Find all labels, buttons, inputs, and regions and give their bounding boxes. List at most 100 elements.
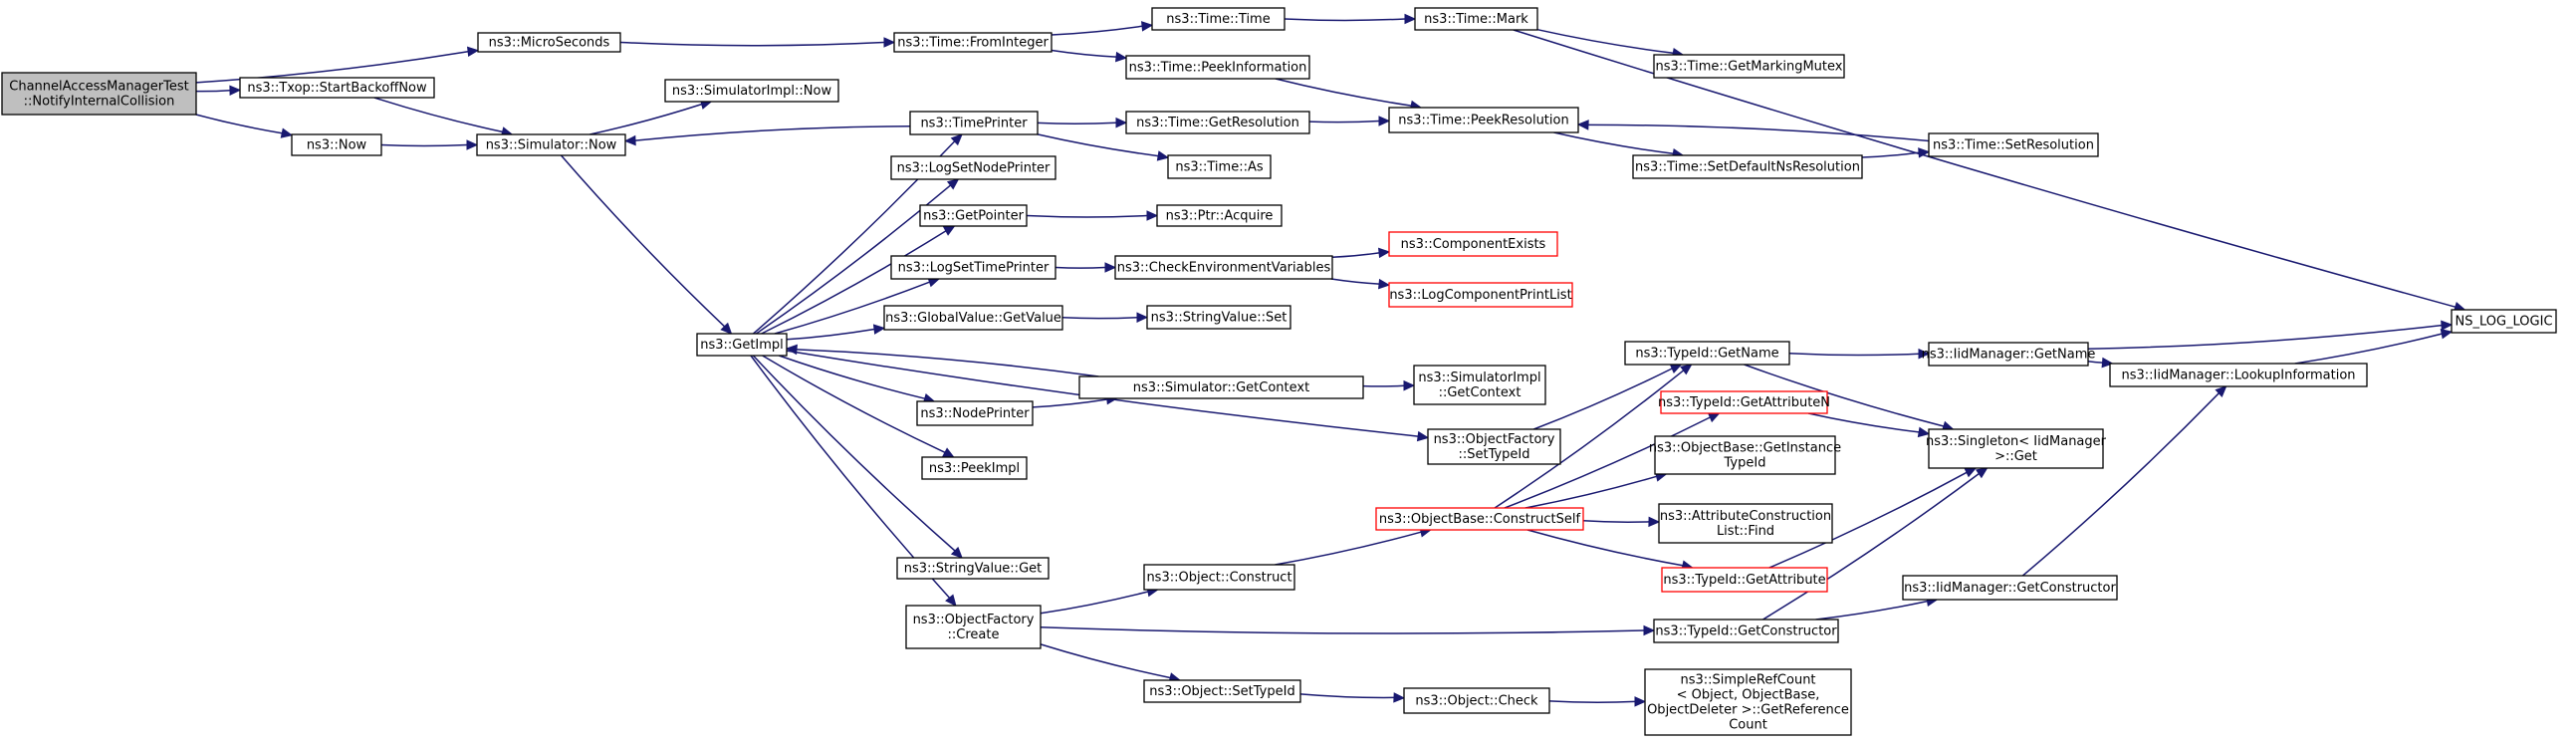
node-box-mark[interactable] [1414, 7, 1538, 31]
node-box-iidname[interactable] [1928, 342, 2089, 367]
node-box-getptr[interactable] [919, 204, 1028, 227]
node-box-logtime[interactable] [890, 255, 1056, 280]
node-now[interactable]: ns3::Now [291, 133, 382, 156]
node-box-lognode[interactable] [890, 155, 1056, 180]
node-nslog[interactable]: NS_LOG_LOGIC [2451, 309, 2557, 334]
node-box-ofcreate[interactable] [905, 605, 1042, 649]
node-timetime[interactable]: ns3::Time::Time [1151, 7, 1286, 31]
node-objconstruct[interactable]: ns3::Object::Construct [1143, 564, 1295, 591]
node-typeattrn[interactable]: ns3::TypeId::GetAttributeN [1658, 390, 1830, 414]
node-setdefns[interactable]: ns3::Time::SetDefaultNsResolution [1632, 154, 1863, 179]
node-fromint[interactable]: ns3::Time::FromInteger [893, 32, 1053, 53]
node-logtime[interactable]: ns3::LogSetTimePrinter [890, 255, 1056, 280]
node-logcomp[interactable]: ns3::LogComponentPrintList [1388, 282, 1573, 308]
node-mark[interactable]: ns3::Time::Mark [1414, 7, 1538, 31]
node-getimpl[interactable]: ns3::GetImpl [696, 333, 788, 357]
node-box-singleton[interactable] [1928, 428, 2104, 469]
node-box-simnow[interactable] [476, 133, 626, 156]
node-acquire[interactable]: ns3::Ptr::Acquire [1156, 204, 1283, 227]
node-box-lookup[interactable] [2109, 363, 2368, 387]
node-timeprinter[interactable]: ns3::TimePrinter [909, 111, 1039, 135]
node-box-getimpl[interactable] [696, 333, 788, 357]
node-box-markmutex[interactable] [1653, 54, 1845, 79]
node-box-gvget[interactable] [883, 305, 1063, 331]
node-box-timeas[interactable] [1167, 154, 1272, 179]
node-box-typename[interactable] [1624, 341, 1790, 366]
node-objcheck[interactable]: ns3::Object::Check [1403, 687, 1550, 714]
node-box-simctx[interactable] [1078, 375, 1364, 399]
node-iidctor[interactable]: ns3::IidManager::GetConstructor [1902, 575, 2118, 601]
node-box-now[interactable] [291, 133, 382, 156]
node-box-peekinfo[interactable] [1125, 55, 1310, 80]
node-peekinfo[interactable]: ns3::Time::PeekInformation [1125, 55, 1310, 80]
node-box-nodeprinter[interactable] [916, 400, 1034, 426]
node-simnow[interactable]: ns3::Simulator::Now [476, 133, 626, 156]
node-checkenv[interactable]: ns3::CheckEnvironmentVariables [1114, 255, 1333, 280]
node-root[interactable]: ChannelAccessManagerTest::NotifyInternal… [1, 72, 197, 116]
node-box-simplerefcount[interactable] [1644, 668, 1852, 736]
node-simimplnow[interactable]: ns3::SimulatorImpl::Now [664, 79, 839, 103]
node-box-peekimpl[interactable] [921, 456, 1028, 480]
node-box-typeattrn[interactable] [1660, 390, 1828, 414]
node-box-txop[interactable] [239, 77, 435, 99]
node-box-implctx[interactable] [1413, 365, 1546, 405]
node-getres[interactable]: ns3::Time::GetResolution [1125, 111, 1310, 134]
node-compexists[interactable]: ns3::ComponentExists [1388, 231, 1558, 257]
node-implctx[interactable]: ns3::SimulatorImpl::GetContext [1413, 365, 1546, 405]
node-peekres[interactable]: ns3::Time::PeekResolution [1388, 107, 1579, 133]
node-box-constructself[interactable] [1375, 507, 1584, 531]
node-box-svset[interactable] [1146, 305, 1291, 330]
node-box-typector[interactable] [1653, 619, 1839, 643]
node-box-micro[interactable] [477, 32, 621, 53]
node-box-simimplnow[interactable] [664, 79, 839, 103]
node-box-ofsettype[interactable] [1427, 428, 1561, 465]
node-box-acquire[interactable] [1156, 204, 1283, 227]
node-simctx[interactable]: ns3::Simulator::GetContext [1078, 375, 1364, 399]
node-ofcreate[interactable]: ns3::ObjectFactory::Create [905, 605, 1042, 649]
node-box-fromint[interactable] [893, 32, 1053, 53]
node-svset[interactable]: ns3::StringValue::Set [1146, 305, 1291, 330]
node-box-acfind[interactable] [1658, 503, 1833, 544]
node-iidname[interactable]: ns3::IidManager::GetName [1922, 342, 2096, 367]
node-svget[interactable]: ns3::StringValue::Get [896, 557, 1050, 580]
node-box-peekres[interactable] [1388, 107, 1579, 133]
node-constructself[interactable]: ns3::ObjectBase::ConstructSelf [1375, 507, 1584, 531]
node-box-compexists[interactable] [1388, 231, 1558, 257]
node-getptr[interactable]: ns3::GetPointer [919, 204, 1028, 227]
node-box-instancetype[interactable] [1654, 435, 1836, 475]
node-box-objsettype[interactable] [1143, 679, 1301, 703]
node-micro[interactable]: ns3::MicroSeconds [477, 32, 621, 53]
node-box-timetime[interactable] [1151, 7, 1286, 31]
node-markmutex[interactable]: ns3::Time::GetMarkingMutex [1653, 54, 1845, 79]
node-peekimpl[interactable]: ns3::PeekImpl [921, 456, 1028, 480]
node-box-checkenv[interactable] [1114, 255, 1333, 280]
node-box-objcheck[interactable] [1403, 687, 1550, 714]
node-ofsettype[interactable]: ns3::ObjectFactory::SetTypeId [1427, 428, 1561, 465]
node-typename[interactable]: ns3::TypeId::GetName [1624, 341, 1790, 366]
node-box-logcomp[interactable] [1388, 282, 1573, 308]
node-lookup[interactable]: ns3::IidManager::LookupInformation [2109, 363, 2368, 387]
node-box-timeprinter[interactable] [909, 111, 1039, 135]
node-simplerefcount[interactable]: ns3::SimpleRefCount< Object, ObjectBase,… [1644, 668, 1852, 736]
node-box-iidctor[interactable] [1902, 575, 2118, 601]
node-txop[interactable]: ns3::Txop::StartBackoffNow [239, 77, 435, 99]
node-nodeprinter[interactable]: ns3::NodePrinter [916, 400, 1034, 426]
node-singleton[interactable]: ns3::Singleton< IidManager>::Get [1926, 428, 2107, 469]
node-box-nslog[interactable] [2451, 309, 2557, 334]
node-timeas[interactable]: ns3::Time::As [1167, 154, 1272, 179]
node-box-root[interactable] [1, 72, 197, 116]
node-objsettype[interactable]: ns3::Object::SetTypeId [1143, 679, 1301, 703]
node-box-getres[interactable] [1125, 111, 1310, 134]
node-box-setdefns[interactable] [1632, 154, 1863, 179]
node-box-typeattr[interactable] [1661, 567, 1828, 593]
node-box-svget[interactable] [896, 557, 1050, 580]
node-box-setres[interactable] [1928, 132, 2099, 157]
node-typeattr[interactable]: ns3::TypeId::GetAttribute [1661, 567, 1828, 593]
node-lognode[interactable]: ns3::LogSetNodePrinter [890, 155, 1056, 180]
node-gvget[interactable]: ns3::GlobalValue::GetValue [883, 305, 1063, 331]
node-typector[interactable]: ns3::TypeId::GetConstructor [1653, 619, 1839, 643]
node-setres[interactable]: ns3::Time::SetResolution [1928, 132, 2099, 157]
node-box-objconstruct[interactable] [1143, 564, 1295, 591]
